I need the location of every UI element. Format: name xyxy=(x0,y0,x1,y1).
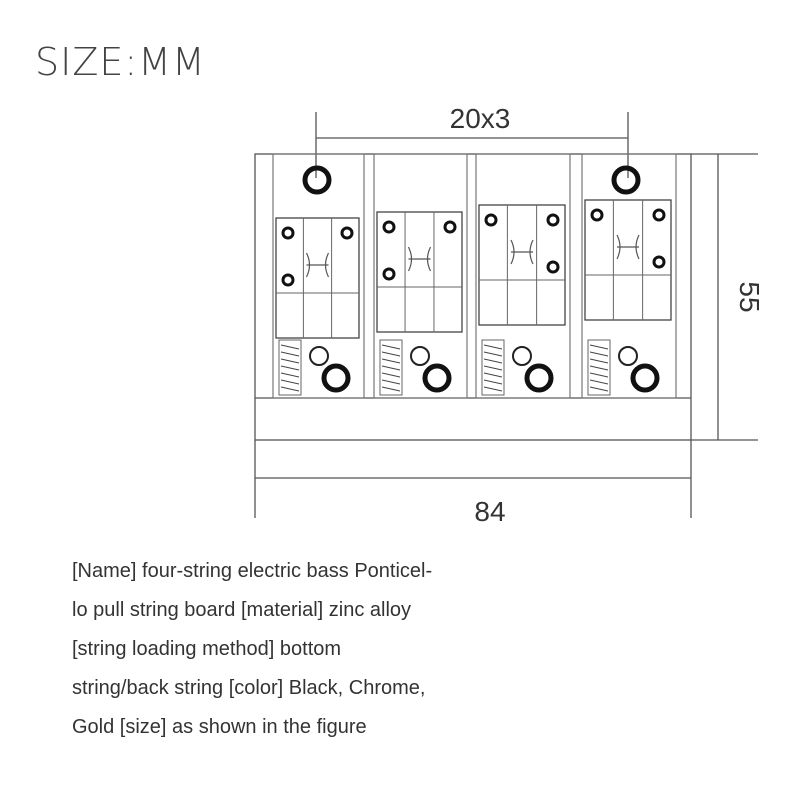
saddle-block xyxy=(376,211,463,333)
string-through-hole xyxy=(618,346,638,366)
description-line: Gold [size] as shown in the figure xyxy=(72,716,367,738)
intonation-spring xyxy=(589,344,609,392)
string-anchor-hole xyxy=(524,363,554,393)
size-unit-label: SIZE:MM xyxy=(35,40,206,84)
intonation-spring-housing xyxy=(587,339,611,396)
string-anchor-hole xyxy=(422,363,452,393)
string-anchor-hole xyxy=(321,363,351,393)
height-screw-hole xyxy=(281,273,295,287)
string-through-hole xyxy=(512,346,532,366)
height-screw-hole xyxy=(443,220,457,234)
intonation-spring xyxy=(280,344,300,392)
intonation-spring-housing xyxy=(278,339,302,396)
string-through-hole xyxy=(309,346,329,366)
intonation-spring-housing xyxy=(481,339,505,396)
saddle-block xyxy=(275,217,360,339)
height-screw-hole xyxy=(281,226,295,240)
height-screw-hole xyxy=(484,213,498,227)
saddle-block xyxy=(478,204,566,326)
saddle-channel xyxy=(272,153,365,399)
saddle-channel xyxy=(475,153,571,399)
intonation-spring-housing xyxy=(379,339,403,396)
saddle-assembly xyxy=(272,153,365,399)
height-screw-hole xyxy=(340,226,354,240)
height-screw-hole xyxy=(382,220,396,234)
mount-screw-hole xyxy=(302,165,332,195)
base-plate xyxy=(254,153,692,441)
description-line: string/back string [color] Black, Chrome… xyxy=(72,677,426,699)
saddle-assembly xyxy=(581,153,677,399)
spacing-dimension-label: 20x3 xyxy=(450,103,511,134)
product-description: [Name] four-string electric bass Pontice… xyxy=(72,552,512,747)
string-through-hole xyxy=(410,346,430,366)
string-notch xyxy=(510,239,534,265)
height-screw-hole xyxy=(382,267,396,281)
string-notch xyxy=(305,252,330,278)
saddle-assembly xyxy=(475,153,571,399)
description-line: [Name] four-string electric bass Pontice… xyxy=(72,560,433,582)
height-dimension-label: 55 xyxy=(734,281,765,312)
height-screw-hole xyxy=(652,208,666,222)
saddle-channel xyxy=(373,153,468,399)
intonation-spring xyxy=(381,344,401,392)
height-screw-hole xyxy=(590,208,604,222)
width-dimension-label: 84 xyxy=(474,496,505,527)
saddle-channel xyxy=(581,153,677,399)
mount-screw-hole xyxy=(611,165,641,195)
description-line: lo pull string board [material] zinc all… xyxy=(72,599,412,621)
string-anchor-hole xyxy=(630,363,660,393)
string-notch xyxy=(616,234,640,260)
height-screw-hole xyxy=(546,260,560,274)
saddle-block xyxy=(584,199,672,321)
intonation-spring xyxy=(483,344,503,392)
saddle-assembly xyxy=(373,153,468,399)
description-line: [string loading method] bottom xyxy=(72,638,342,660)
string-notch xyxy=(407,246,432,272)
height-screw-hole xyxy=(546,213,560,227)
height-screw-hole xyxy=(652,255,666,269)
